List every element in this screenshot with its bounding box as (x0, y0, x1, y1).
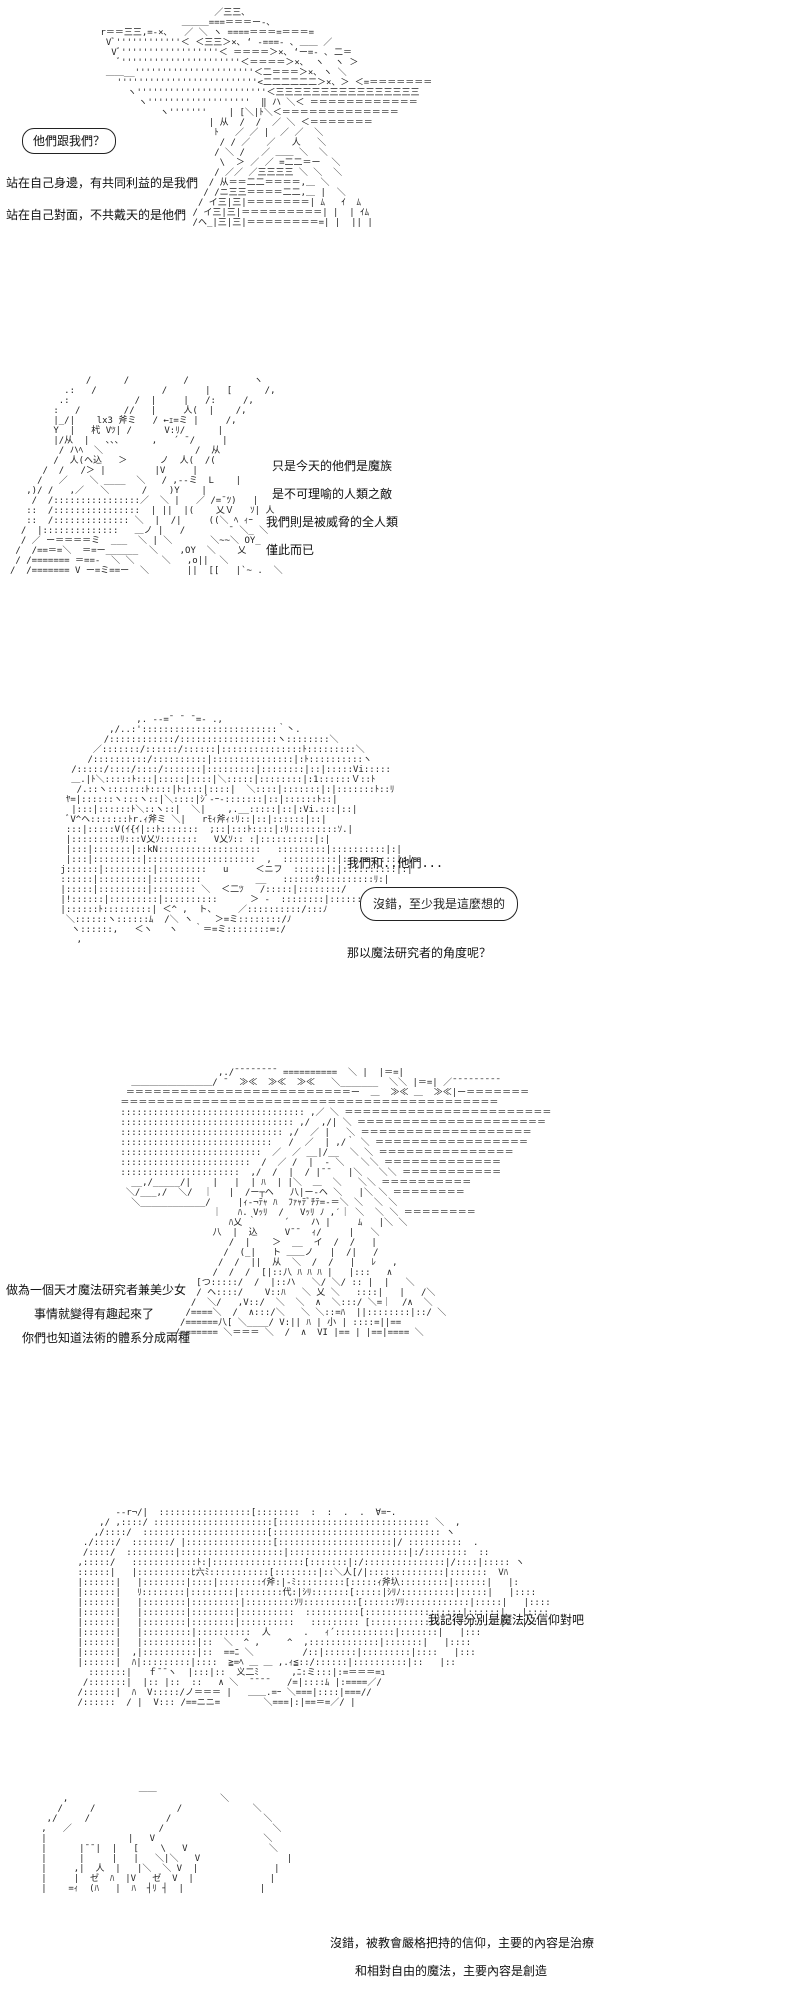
dialogue-line: 我們則是被威脅的全人類 (266, 515, 399, 529)
ascii-art-panel-3: ,. -‐=¯ ¯ ¯=- ., ,/..:':::::::::::::::::… (55, 715, 519, 975)
panel-4: ,./¯¯¯¯¯¯¯¯ ========== ＼ | |＝=| ＿＿＿＿＿＿＿＿… (0, 1060, 800, 1490)
panel-5: -‐r¬/| :::::::::::::::::[:::::::: : : . … (0, 1500, 800, 1790)
panel-6: ＿＿ , ＼ / / / ＼ ,/ / / ＼ , ／ / ＼ | (0, 1780, 800, 2000)
dialogue-line: 我記得分別是魔法及信仰對吧 (428, 1613, 585, 1627)
speech-bubble: 沒錯，至少我是這麼想的 (360, 887, 519, 921)
dialogue-line: 我們和..他們... (347, 856, 444, 870)
dialogue-line: 做為一個天才魔法研究者兼美少女 (6, 1283, 187, 1297)
ascii-art-panel-1: ／三三､ ＿＿＿===＝＝＝ー-､ r＝＝三三,=-×､ ／ ＼ ヽ ====＝… (100, 8, 433, 228)
dialogue-line: 僅此而已 (266, 543, 315, 557)
bubble-text: 沒錯，至少我是這麼想的 (373, 897, 506, 911)
dialogue-line: 站在自己對面，不共戴天的是他們 (6, 208, 187, 222)
dialogue-line: 和相對自由的魔法，主要內容是創造 (355, 1964, 548, 1978)
panel-1: ／三三､ ＿＿＿===＝＝＝ー-､ r＝＝三三,=-×､ ／ ＼ ヽ ====＝… (0, 0, 800, 360)
dialogue-line: 你們也知道法術的體系分成兩種 (22, 1331, 191, 1345)
dialogue-line: 沒錯，被教會嚴格把持的信仰，主要的內容是治療 (330, 1936, 595, 1950)
ascii-art-panel-5: -‐r¬/| :::::::::::::::::[:::::::: : : . … (77, 1508, 551, 1708)
bubble-text: 他們跟我們？ (33, 134, 106, 148)
ascii-art-panel-2: / / / ヽ .: / / | [ /, .: / | | /: /, : /… (10, 376, 283, 576)
panel-2: / / / ヽ .: / / | [ /, .: / | | /: /, : /… (0, 370, 800, 690)
dialogue-line: 站在自己身邊，有共同利益的是我們 (6, 176, 199, 190)
dialogue-line: 事情就變得有趣起來了 (34, 1307, 155, 1321)
ascii-art-panel-4: ,./¯¯¯¯¯¯¯¯ ========== ＼ | |＝=| ＿＿＿＿＿＿＿＿… (120, 1068, 552, 1338)
dialogue-line: 是不可理喻的人類之敵 (272, 487, 393, 501)
speech-bubble: 他們跟我們？ (22, 128, 117, 154)
ascii-art-panel-6: ＿＿ , ＼ / / / ＼ ,/ / / ＼ , ／ / ＼ | (41, 1784, 293, 1894)
dialogue-line: 只是今天的他們是魔族 (272, 459, 393, 473)
dialogue-line: 那以魔法研究者的角度呢？ (347, 946, 492, 960)
panel-3: ,. -‐=¯ ¯ ¯=- ., ,/..:':::::::::::::::::… (0, 705, 800, 1045)
